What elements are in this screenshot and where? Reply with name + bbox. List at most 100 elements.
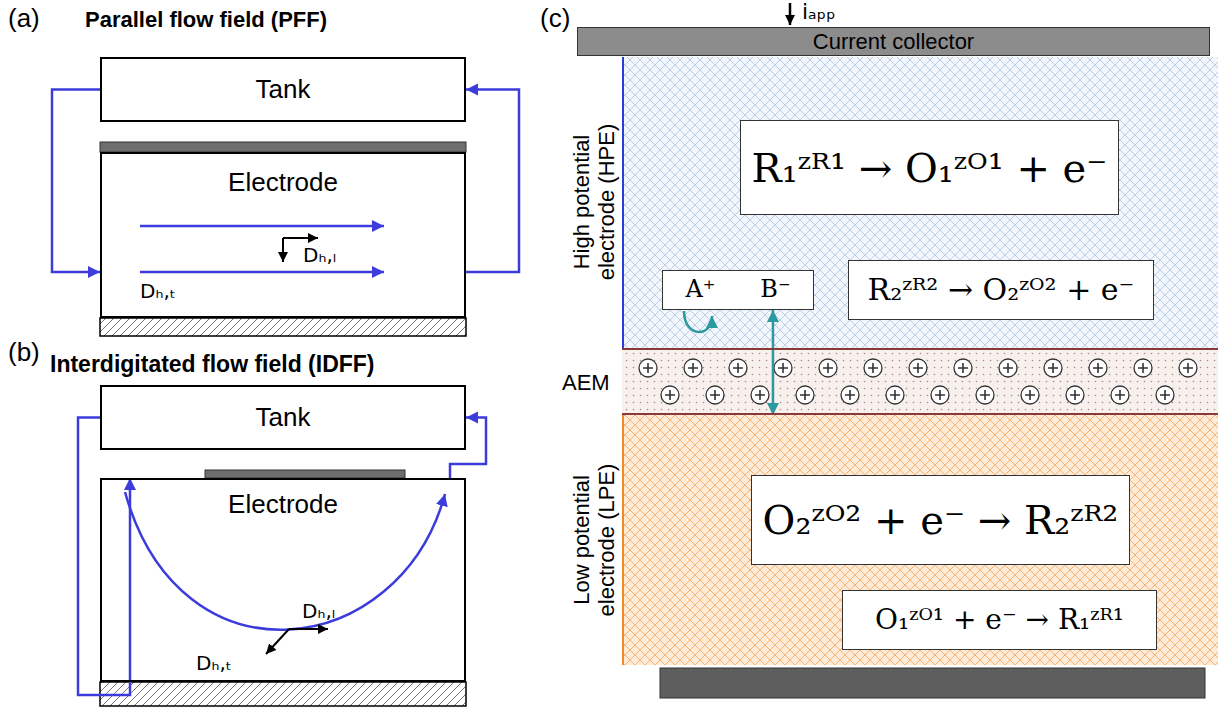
fixed-charge-symbol	[1021, 386, 1039, 404]
node-text: Electrode	[228, 490, 338, 520]
charge-plus	[1115, 390, 1125, 400]
ion-arrow	[684, 311, 712, 332]
dispersion-arrow	[283, 237, 318, 239]
charge-circle	[841, 386, 859, 404]
fixed-charge-symbol	[819, 359, 837, 377]
charge-circle	[729, 359, 747, 377]
node-text: Tank	[256, 75, 311, 105]
charge-plus	[980, 390, 990, 400]
fixed-charge-symbol	[1089, 359, 1107, 377]
fixed-charge-symbol	[796, 386, 814, 404]
tank-box: Tank	[100, 385, 466, 450]
dispersion-label: Dₕ,ₜ	[140, 280, 176, 302]
charge-plus	[1160, 390, 1170, 400]
panel-letter: (b)	[8, 338, 40, 367]
current-arrow	[789, 3, 792, 25]
charge-plus	[643, 363, 653, 373]
node-text: R₁ᶻᴿ¹ → O₁ᶻᴼ¹ + e⁻	[752, 145, 1108, 191]
node-text: A⁺	[685, 276, 715, 304]
charge-plus	[868, 363, 878, 373]
node-text: R₂ᶻᴿ² → O₂ᶻᴼ² + e⁻	[868, 273, 1135, 308]
ion-box: A⁺ B⁻	[662, 270, 814, 310]
charge-plus	[1003, 363, 1013, 373]
charge-circle	[999, 359, 1017, 377]
fixed-charge-symbol	[886, 386, 904, 404]
flow-arrow	[140, 225, 384, 228]
fixed-charge-symbol	[1044, 359, 1062, 377]
charge-plus	[688, 363, 698, 373]
ion-transport-arrow	[772, 310, 775, 415]
node-text: Tank	[256, 403, 311, 433]
reaction-box: O₂ᶻᴼ² + e⁻ → R₂ᶻᴿ²	[751, 475, 1131, 565]
electrode-region: R₁ᶻᴿ¹ → O₁ᶻᴼ¹ + e⁻ A⁺ B⁻ R₂ᶻᴿ² → O₂ᶻᴼ² + e⁻…	[622, 57, 1218, 348]
hatched-substrate	[100, 318, 466, 336]
panel-title: Interdigitated flow field (IDFF)	[50, 352, 375, 377]
charge-plus	[935, 390, 945, 400]
membrane-fill	[622, 348, 1218, 415]
hpe-fill	[622, 57, 1218, 348]
fixed-charge-symbol	[1156, 386, 1174, 404]
fixed-charge-symbol	[931, 386, 949, 404]
current-collector-bar: Current collector	[577, 27, 1210, 56]
fixed-charge-symbol	[1111, 386, 1129, 404]
dispersion-arrow	[282, 238, 284, 262]
fixed-charge-symbol	[751, 386, 769, 404]
fixed-charge-symbol	[1134, 359, 1152, 377]
charge-plus	[1025, 390, 1035, 400]
fixed-charge-symbol	[774, 359, 792, 377]
charge-circle	[1066, 386, 1084, 404]
charge-circle	[796, 386, 814, 404]
charge-circle	[864, 359, 882, 377]
charge-circle	[751, 386, 769, 404]
fixed-charge-symbol	[954, 359, 972, 377]
reaction-box: R₁ᶻᴿ¹ → O₁ᶻᴼ¹ + e⁻	[740, 120, 1120, 215]
panel-title: Parallel flow field (PFF)	[85, 8, 327, 32]
charge-plus	[1183, 363, 1193, 373]
lpe-fill	[622, 415, 1218, 665]
charge-plus	[845, 390, 855, 400]
fixed-charge-symbol	[1066, 386, 1084, 404]
fixed-charge-symbol	[864, 359, 882, 377]
node-text: B⁻	[760, 276, 790, 304]
fixed-charge-symbol	[976, 386, 994, 404]
tank-box: Tank	[100, 57, 466, 122]
current-collector-plate	[100, 142, 466, 152]
charge-plus	[913, 363, 923, 373]
charge-plus	[958, 363, 968, 373]
fixed-charge-symbol	[639, 359, 657, 377]
region-heading: High potential electrode (HPE)	[569, 92, 620, 312]
hatched-substrate	[100, 682, 466, 706]
charge-plus	[823, 363, 833, 373]
dispersion-label: Dₕ,ₗ	[302, 600, 335, 622]
charge-plus	[890, 390, 900, 400]
fixed-charge-symbol	[706, 386, 724, 404]
flow-connector	[466, 90, 519, 273]
current-collector-plate	[205, 470, 405, 478]
dispersion-arrow	[289, 628, 328, 630]
charge-circle	[684, 359, 702, 377]
node-text: O₁ᶻᴼ¹ + e⁻ → R₁ᶻᴿ¹	[875, 604, 1124, 636]
flow-connector	[52, 90, 100, 273]
charge-circle	[886, 386, 904, 404]
node-text: O₂ᶻᴼ² + e⁻ → R₂ᶻᴿ²	[763, 497, 1119, 543]
fixed-charge-symbol	[661, 386, 679, 404]
charge-plus	[1093, 363, 1103, 373]
charge-circle	[639, 359, 657, 377]
charge-circle	[819, 359, 837, 377]
dispersion-arrow	[266, 629, 289, 654]
charge-plus	[710, 390, 720, 400]
reaction-box: R₂ᶻᴿ² → O₂ᶻᴼ² + e⁻	[848, 260, 1154, 320]
reaction-box: O₁ᶻᴼ¹ + e⁻ → R₁ᶻᴿ¹	[842, 590, 1157, 650]
charge-circle	[1179, 359, 1197, 377]
charge-plus	[778, 363, 788, 373]
fixed-charge-symbol	[999, 359, 1017, 377]
panel-letter: (c)	[540, 4, 570, 33]
bottom-current-collector	[660, 668, 1205, 698]
electrode-region: O₂ᶻᴼ² + e⁻ → R₂ᶻᴿ²O₁ᶻᴼ¹ + e⁻ → R₁ᶻᴿ¹Low …	[622, 415, 1218, 665]
fixed-charge-symbol	[841, 386, 859, 404]
charge-plus	[800, 390, 810, 400]
charge-circle	[706, 386, 724, 404]
charge-plus	[1070, 390, 1080, 400]
charge-plus	[1138, 363, 1148, 373]
